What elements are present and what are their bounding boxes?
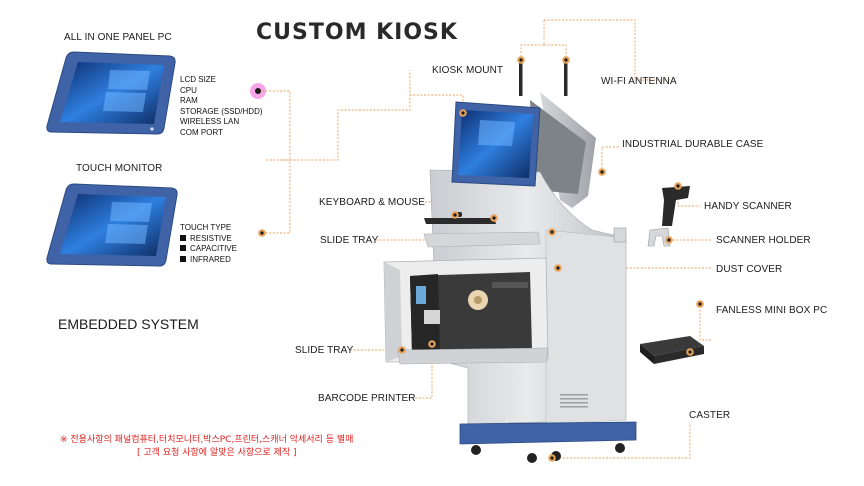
label-handy-scanner: HANDY SCANNER [704,201,792,212]
touch-type-item: INFRARED [180,255,237,266]
label-slide-tray-top: SLIDE TRAY [320,235,379,246]
label-fanless-pc: FANLESS MINI BOX PC [716,305,828,316]
panel-pc-image [46,51,176,135]
label-barcode-printer: BARCODE PRINTER [318,393,416,404]
touch-type-item: RESISTIVE [180,234,237,245]
all-in-one-title: ALL IN ONE PANEL PC [64,32,172,43]
label-caster: CASTER [689,410,731,421]
barcode-printer-image [410,272,532,352]
spec-item: LCD SIZE [180,75,217,84]
spec-item: WIRELESS LAN [180,117,240,126]
label-dust-cover: DUST COVER [716,264,783,275]
page-title: CUSTOM KIOSK [256,20,458,45]
spec-item: COM PORT [180,127,223,137]
touch-monitor-title: TOUCH MONITOR [76,163,163,174]
label-industrial-case: INDUSTRIAL DURABLE CASE [622,139,764,150]
mini-box-pc-image [640,336,704,364]
scanner-holder-image [613,227,671,247]
spec-item: RAM [180,96,198,105]
label-wifi-antenna: WI-FI ANTENNA [601,76,677,87]
label-scanner-holder: SCANNER HOLDER [716,235,811,246]
touch-monitor-image [46,183,178,267]
touch-type-item: CAPACITIVE [180,244,237,255]
touch-type-label: TOUCH TYPE [180,223,232,232]
note-line-2: [ 고객 요청 사항에 알맞은 사항으로 제작 ] [137,448,297,458]
handy-scanner-image [662,186,690,226]
note-line-1: ※ 전용사항의 패널컴퓨터,터치모니터,박스PC,프린터,스캐너 악세서리 등 … [60,435,354,445]
embedded-system-label: EMBEDDED SYSTEM [58,316,199,332]
kiosk-illustration [383,62,637,463]
touch-type-specs: TOUCH TYPE RESISTIVE CAPACITIVE INFRARED [180,223,237,265]
callout-dots [258,56,704,462]
spec-item: STORAGE (SSD/HDD) [180,106,263,116]
all-in-one-specs: LCD SIZE CPU RAM STORAGE (SSD/HDD) WIREL… [180,75,263,138]
label-keyboard-mouse: KEYBOARD & MOUSE [319,197,426,208]
label-kiosk-mount: KIOSK MOUNT [432,65,504,76]
label-slide-tray-bottom: SLIDE TRAY [295,345,354,356]
spec-item: CPU [180,85,197,95]
